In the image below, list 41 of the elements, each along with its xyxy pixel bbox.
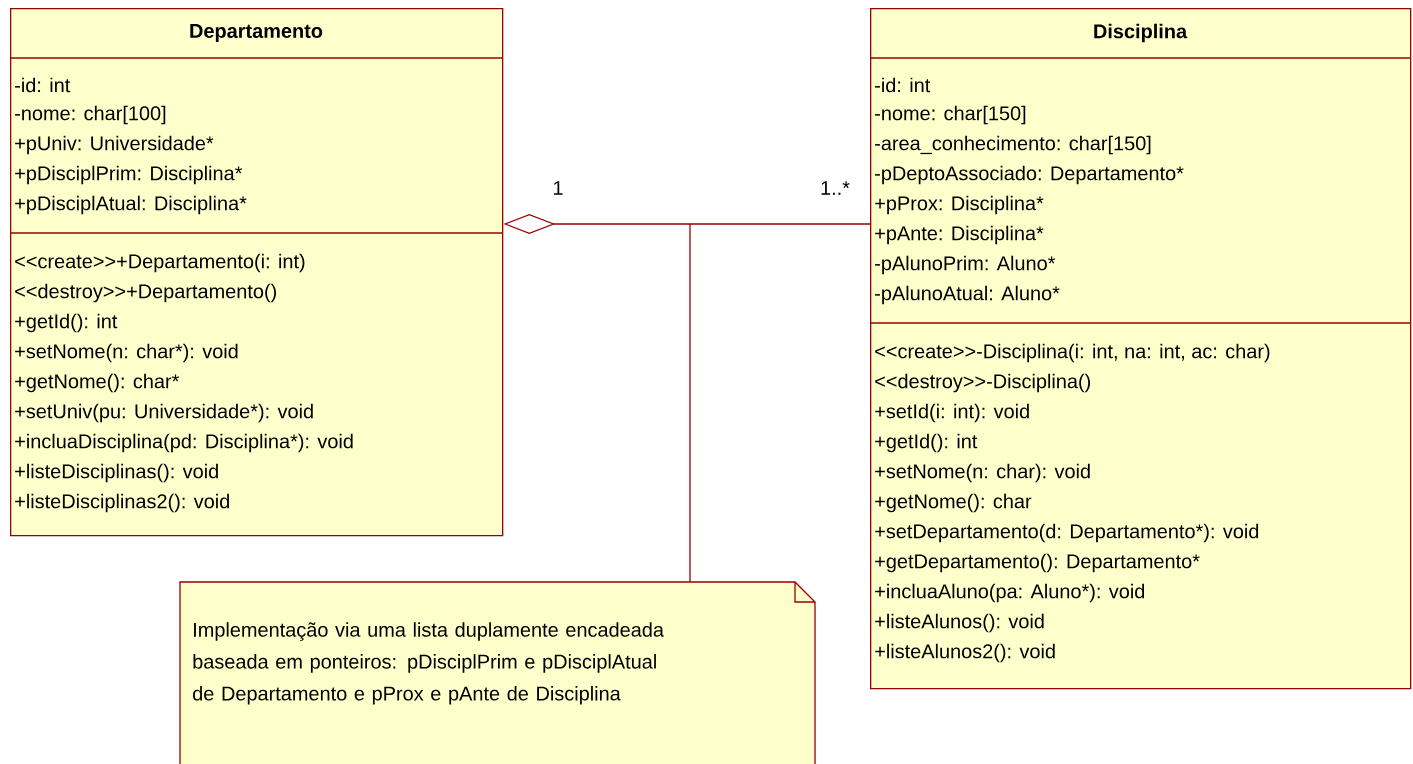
leader-line bbox=[689, 223, 691, 583]
operation-text: +getId(): int bbox=[15, 313, 118, 333]
class-box bbox=[869, 8, 1412, 690]
operation-text: +listeDisciplinas2(): void bbox=[15, 493, 229, 513]
multiplicity-label: 1..* bbox=[821, 181, 850, 195]
operation-text: +listeAlunos(): void bbox=[875, 613, 1044, 633]
note-box: Implementação via uma lista duplamente encadeada baseada em ponteiros: pDisciplPrim e pDisciplAtual de Departamento e pProx e pAnte de Disciplina bbox=[179, 581, 816, 764]
operation-text: <<destroy>>+Departamento() bbox=[15, 283, 276, 303]
attribute-text: +pAnte: Disciplina* bbox=[875, 225, 1044, 245]
operation-text: +setDepartamento(d: Departamento*): void bbox=[875, 523, 1259, 543]
attribute-text: -area_conhecimento: char[150] bbox=[875, 135, 1151, 155]
operation-text: +listeDisciplinas(): void bbox=[15, 463, 218, 483]
operation-text: <<destroy>>-Disciplina() bbox=[875, 373, 1090, 393]
class-name: Disciplina bbox=[1094, 23, 1188, 43]
attribute-text: -pAlunoPrim: Aluno* bbox=[875, 255, 1056, 275]
attribute-text: +pProx: Disciplina* bbox=[875, 195, 1044, 215]
operation-text: <<create>>-Disciplina(i: int, na: int, ac: char) bbox=[875, 343, 1270, 363]
operation-text: +getNome(): char* bbox=[15, 373, 180, 393]
operation-text: +setId(i: int): void bbox=[875, 403, 1029, 423]
attribute-text: +pDisciplAtual: Disciplina* bbox=[15, 195, 247, 215]
operation-text: +getDepartamento(): Departamento* bbox=[875, 553, 1200, 573]
attribute-text: -nome: char[100] bbox=[15, 105, 166, 125]
class-name: Departamento bbox=[190, 24, 323, 42]
operation-text: +setNome(n: char): void bbox=[875, 463, 1090, 483]
operation-text: +getId(): int bbox=[875, 433, 978, 453]
attribute-text: -nome: char[150] bbox=[875, 105, 1026, 125]
attribute-text: -pDeptoAssociado: Departamento* bbox=[875, 165, 1184, 185]
operation-text: +incluaAluno(pa: Aluno*): void bbox=[875, 583, 1145, 603]
operation-text: +setNome(n: char*): void bbox=[15, 343, 238, 363]
operation-text: +getNome(): char bbox=[875, 493, 1032, 513]
attribute-text: -id: int bbox=[15, 77, 71, 93]
multiplicity-label: 1 bbox=[554, 181, 563, 195]
class-box bbox=[9, 8, 504, 537]
operation-text: +setUniv(pu: Universidade*): void bbox=[15, 403, 313, 423]
attribute-text: -pAlunoAtual: Aluno* bbox=[875, 285, 1060, 305]
operation-text: <<create>>+Departamento(i: int) bbox=[15, 253, 305, 273]
attribute-text: +pUniv: Universidade* bbox=[15, 135, 214, 155]
operation-text: +incluaDisciplina(pd: Disciplina*): void bbox=[15, 433, 353, 453]
attribute-text: -id: int bbox=[875, 77, 931, 93]
operation-text: +listeAlunos2(): void bbox=[875, 643, 1055, 663]
attribute-text: +pDisciplPrim: Disciplina* bbox=[15, 165, 243, 185]
